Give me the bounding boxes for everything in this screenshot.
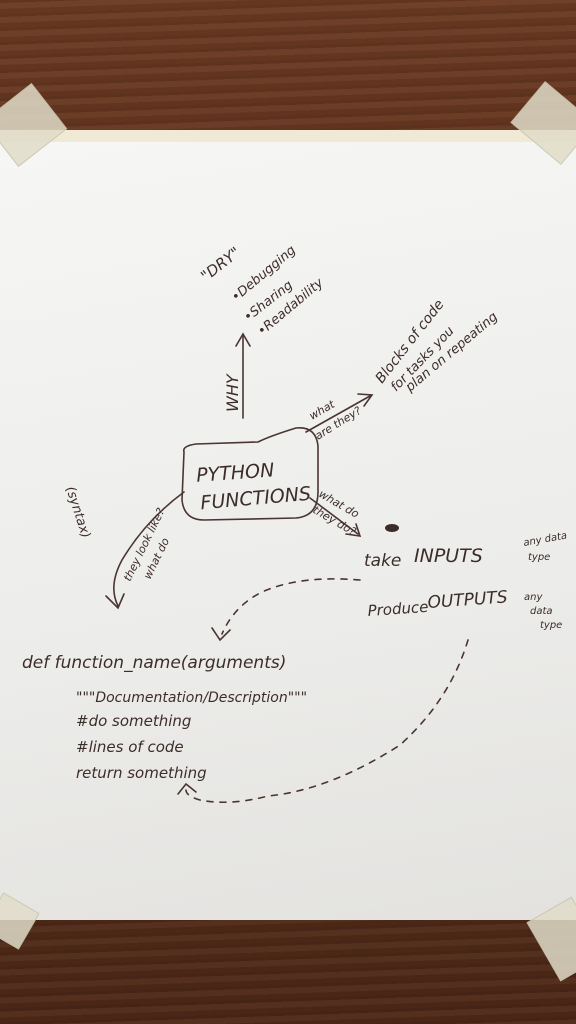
what-do-they-do-arrow <box>309 497 359 535</box>
syntax-note: (syntax) <box>62 485 93 541</box>
what-are-they-arrow <box>305 395 371 433</box>
center-line2: FUNCTIONS <box>200 483 312 515</box>
dashed-link-outputs <box>185 639 469 804</box>
inputs-word: INPUTS <box>414 545 483 567</box>
outputs-note-1: any <box>524 592 543 603</box>
outputs-note-3: type <box>540 620 562 631</box>
inputs-prefix: take <box>364 551 401 571</box>
inputs-note-1: any data <box>523 530 568 548</box>
code-line3: #do something <box>76 712 191 730</box>
inputs-note-2: type <box>528 552 550 563</box>
code-line5: return something <box>76 764 207 782</box>
code-line1: def function_name(arguments) <box>22 653 286 673</box>
ink-scribble <box>385 524 399 532</box>
center-line1: PYTHON <box>196 459 275 486</box>
dashed-link-inputs <box>221 578 361 635</box>
code-line4: #lines of code <box>76 738 184 756</box>
why-label: WHY <box>223 373 242 412</box>
outputs-note-2: data <box>530 606 553 617</box>
outputs-word: OUTPUTS <box>427 587 508 613</box>
why-item-dry: "DRY" <box>197 243 243 285</box>
outputs-prefix: Produce <box>367 598 429 620</box>
center-box <box>181 427 319 521</box>
paper-sheet <box>0 142 576 920</box>
code-line2: """Documentation/Description""" <box>76 690 307 706</box>
syntax-arrow <box>113 491 185 607</box>
